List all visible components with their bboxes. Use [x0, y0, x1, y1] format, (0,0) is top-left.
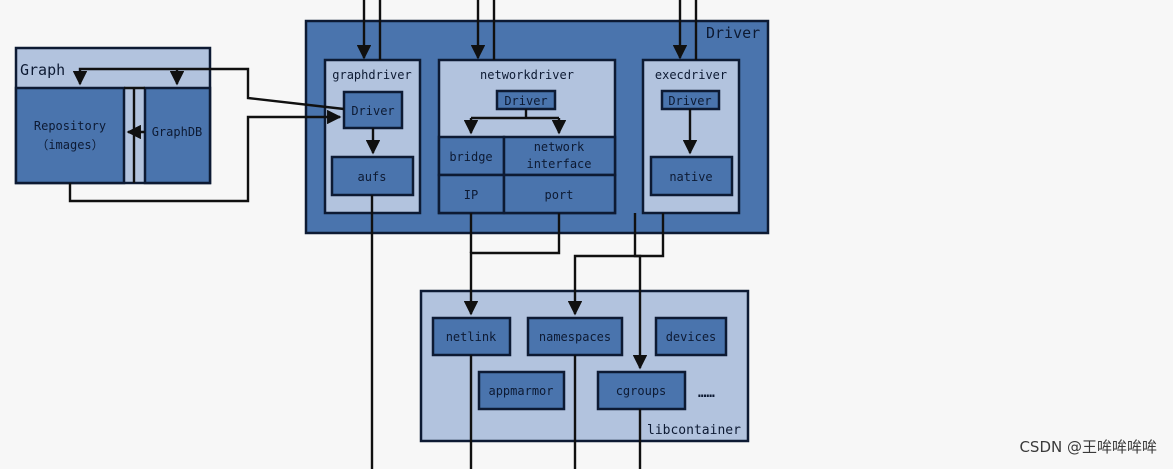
networkdriver-box: networkdriver Driver bridge network inte…	[437, 58, 617, 215]
graphdriver-driver-label: Driver	[351, 104, 394, 118]
network-interface-label-2: interface	[526, 157, 591, 171]
libcontainer-title: libcontainer	[647, 423, 741, 438]
ip-box	[437, 173, 506, 215]
port-label: port	[545, 188, 574, 202]
execdriver-title: execdriver	[655, 68, 727, 82]
namespaces-label: namespaces	[539, 330, 611, 344]
network-interface-label-1: network	[534, 140, 585, 154]
appmarmor-label: appmarmor	[488, 384, 553, 398]
graphdriver-title: graphdriver	[332, 68, 411, 82]
arrow-native-to-cgroups	[632, 213, 648, 370]
libcontainer-container: libcontainer netlink namespaces devices …	[419, 289, 750, 443]
native-box	[649, 155, 734, 197]
graphdriver-driver-box	[342, 90, 404, 130]
devices-box	[654, 316, 728, 357]
appmarmor-box	[477, 370, 566, 411]
devices-label: devices	[666, 330, 717, 344]
aufs-label: aufs	[358, 170, 387, 184]
bridge-label: bridge	[449, 150, 492, 164]
driver-title: Driver	[706, 24, 760, 42]
ip-label: IP	[464, 188, 478, 202]
more-components-ellipsis: ……	[698, 385, 715, 401]
arrow-native-to-namespaces	[567, 213, 665, 316]
cgroups-box	[596, 370, 687, 411]
driver-container: Driver graphdriver Driver aufs networkdr…	[304, 19, 770, 235]
port-box	[502, 173, 617, 215]
repository-label: Repository	[34, 119, 106, 133]
networkdriver-driver-label: Driver	[504, 94, 547, 108]
repository-box	[14, 86, 126, 185]
arrow-driver-to-repository	[72, 67, 345, 111]
execdriver-driver-label: Driver	[668, 94, 711, 108]
cgroups-label: cgroups	[616, 384, 667, 398]
repository-images-label: （images）	[36, 138, 103, 152]
native-label: native	[669, 170, 712, 184]
csdn-watermark: CSDN @王哞哞哞哞	[1019, 438, 1157, 456]
arrow-repository-to-driver	[68, 109, 342, 203]
networkdriver-title: networkdriver	[480, 68, 574, 82]
namespaces-box	[526, 316, 624, 357]
connectors	[68, 0, 698, 469]
netlink-label: netlink	[446, 330, 497, 344]
graphdb-box	[143, 86, 212, 185]
graphdriver-box: graphdriver Driver aufs	[323, 58, 422, 215]
network-interface-box	[502, 135, 617, 177]
arrow-port-to-netlink	[463, 213, 561, 316]
aufs-box	[330, 155, 415, 197]
graphdb-label: GraphDB	[152, 125, 203, 139]
graph-title: Graph	[20, 61, 65, 79]
